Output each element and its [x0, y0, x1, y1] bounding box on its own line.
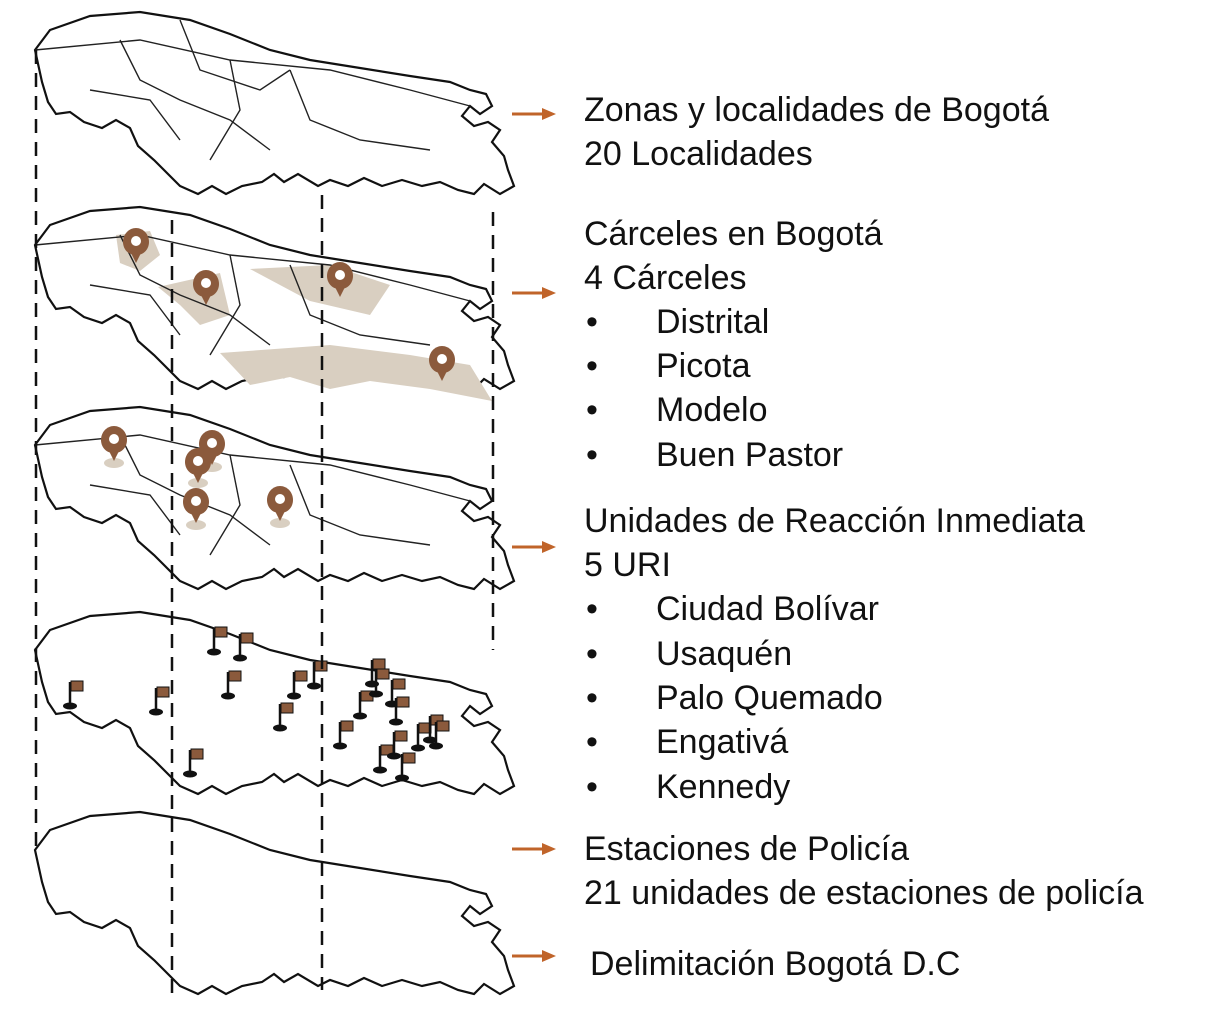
layer-subtitle: 21 unidades de estaciones de policía: [584, 874, 1144, 912]
arrow-right-icon: [512, 108, 556, 120]
list-item: Engativá: [656, 723, 789, 761]
list-item: Distrital: [656, 303, 770, 341]
layer-title: Estaciones de Policía: [584, 830, 910, 868]
bullet-mark: •: [586, 768, 598, 806]
layer-boundary-map: [33, 810, 516, 996]
bullet-mark: •: [586, 590, 598, 628]
bullet-mark: •: [586, 436, 598, 474]
layer-subtitle: 5 URI: [584, 546, 671, 584]
layer-prisons-map: [33, 205, 516, 401]
bullet-mark: •: [586, 723, 598, 761]
stacked-map-layers: [33, 10, 516, 1000]
bullet-mark: •: [586, 303, 598, 341]
list-item: Palo Quemado: [656, 679, 883, 717]
layer-subtitle: 4 Cárceles: [584, 259, 747, 297]
layer-localities-map: [33, 10, 516, 196]
bullet-mark: •: [586, 347, 598, 385]
bullet-mark: •: [586, 635, 598, 673]
bullet-mark: •: [586, 679, 598, 717]
list-item: Usaquén: [656, 635, 793, 673]
list-item: Modelo: [656, 391, 768, 429]
list-item: Kennedy: [656, 768, 791, 806]
layer-title: Unidades de Reacción Inmediata: [584, 502, 1085, 540]
layer-title: Cárceles en Bogotá: [584, 215, 883, 253]
list-item: Ciudad Bolívar: [656, 590, 880, 628]
layer-title: Zonas y localidades de Bogotá: [584, 91, 1049, 129]
arrow-right-icon: [512, 843, 556, 855]
layer-subtitle: 20 Localidades: [584, 135, 813, 173]
bullet-mark: •: [586, 391, 598, 429]
arrow-right-icon: [512, 950, 556, 962]
list-item: Buen Pastor: [656, 436, 844, 474]
arrow-right-icon: [512, 541, 556, 553]
layer-police-map: [33, 610, 516, 796]
alignment-dashed-lines: [34, 50, 495, 1000]
list-item: Picota: [656, 347, 751, 385]
arrow-right-icon: [512, 287, 556, 299]
layer-title: Delimitación Bogotá D.C: [590, 945, 961, 983]
layer-uri-map: [33, 405, 516, 591]
